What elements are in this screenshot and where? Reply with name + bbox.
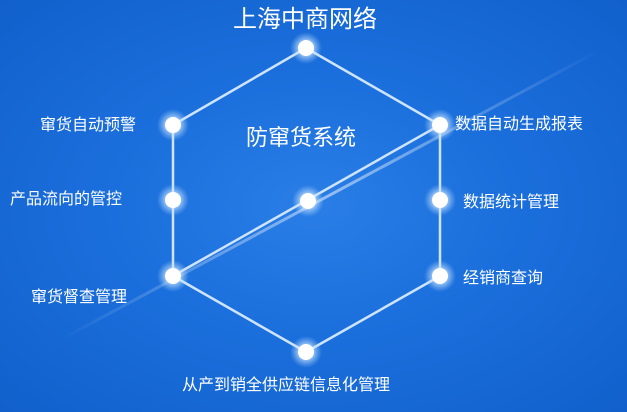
node-upper-right: [424, 109, 456, 141]
node-mid-left: [157, 184, 189, 216]
edge-bottom-lower-left: [171, 274, 308, 354]
node-mid-right: [424, 184, 456, 216]
node-center: [292, 185, 324, 217]
node-lower-right: [424, 260, 456, 292]
label-bottom: 从产到销全供应链信息化管理: [182, 375, 391, 394]
light-streak: [59, 48, 601, 342]
edge-upper-left-top: [171, 46, 308, 127]
center-title: 防窜货系统: [246, 126, 357, 151]
node-bottom: [290, 336, 322, 368]
node-lower-left: [157, 260, 189, 292]
diagram-title: 上海中商网络: [233, 5, 377, 33]
label-lower-left: 窜货督查管理: [31, 287, 128, 306]
label-mid-right: 数据统计管理: [463, 192, 560, 211]
label-upper-right: 数据自动生成报表: [455, 114, 584, 133]
node-upper-left: [157, 109, 189, 141]
label-lower-right: 经销商查询: [463, 268, 544, 287]
edge-lower-right-bottom: [304, 274, 442, 354]
label-upper-left: 窜货自动预警: [40, 115, 137, 134]
label-mid-left: 产品流向的管控: [10, 189, 123, 208]
edge-top-upper-right: [304, 46, 442, 127]
node-top: [290, 32, 322, 64]
